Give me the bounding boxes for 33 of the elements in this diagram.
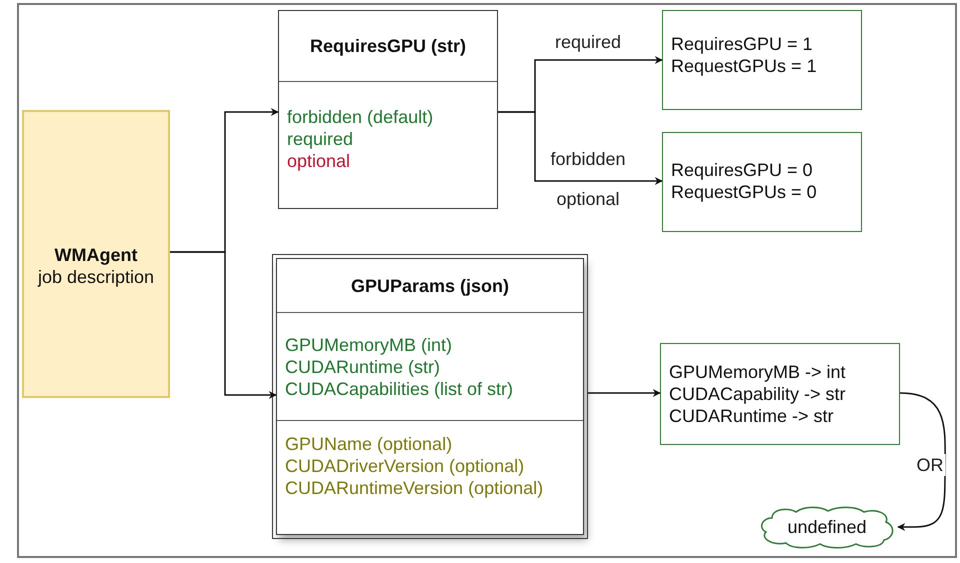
assignment-text: RequiresGPU = 0	[671, 159, 813, 181]
assignment-text: RequestGPUs = 0	[671, 181, 817, 203]
field-name: CUDADriverVersion (optional)	[285, 455, 524, 477]
arrow	[588, 389, 661, 397]
assignment-text: RequiresGPU = 1	[671, 33, 813, 55]
option-value: optional	[287, 150, 350, 172]
result-box	[662, 10, 862, 110]
mapping-text: CUDARuntime -> str	[669, 405, 834, 427]
node-label: undefined	[787, 516, 867, 538]
result-box	[660, 343, 900, 445]
option-value: forbidden (default)	[287, 106, 434, 128]
result-box	[662, 132, 862, 232]
table-heading: RequiresGPU (str)	[310, 35, 466, 57]
field-name: CUDARuntimeVersion (optional)	[285, 477, 544, 499]
field-name: GPUName (optional)	[285, 433, 452, 455]
table-box	[278, 10, 498, 209]
option-value: required	[287, 128, 354, 150]
mapping-text: CUDACapability -> str	[669, 383, 846, 405]
arrow	[498, 111, 663, 185]
edge-label: forbidden optional	[549, 148, 627, 211]
arrow	[170, 251, 277, 399]
mapping-text: GPUMemoryMB -> int	[669, 361, 846, 383]
node-title: WMAgent	[54, 244, 138, 266]
edge-label: OR	[914, 454, 946, 476]
cloud-shape	[758, 506, 896, 548]
table-heading: GPUParams (json)	[350, 274, 510, 296]
arrow	[897, 392, 946, 531]
field-name: CUDARuntime (str)	[285, 356, 440, 378]
field-name: GPUMemoryMB (int)	[285, 334, 452, 356]
field-name: CUDACapabilities (list of str)	[285, 378, 514, 400]
node-subtitle: job description	[38, 266, 154, 288]
agent-box	[22, 110, 170, 398]
assignment-text: RequestGPUs = 1	[671, 55, 817, 77]
